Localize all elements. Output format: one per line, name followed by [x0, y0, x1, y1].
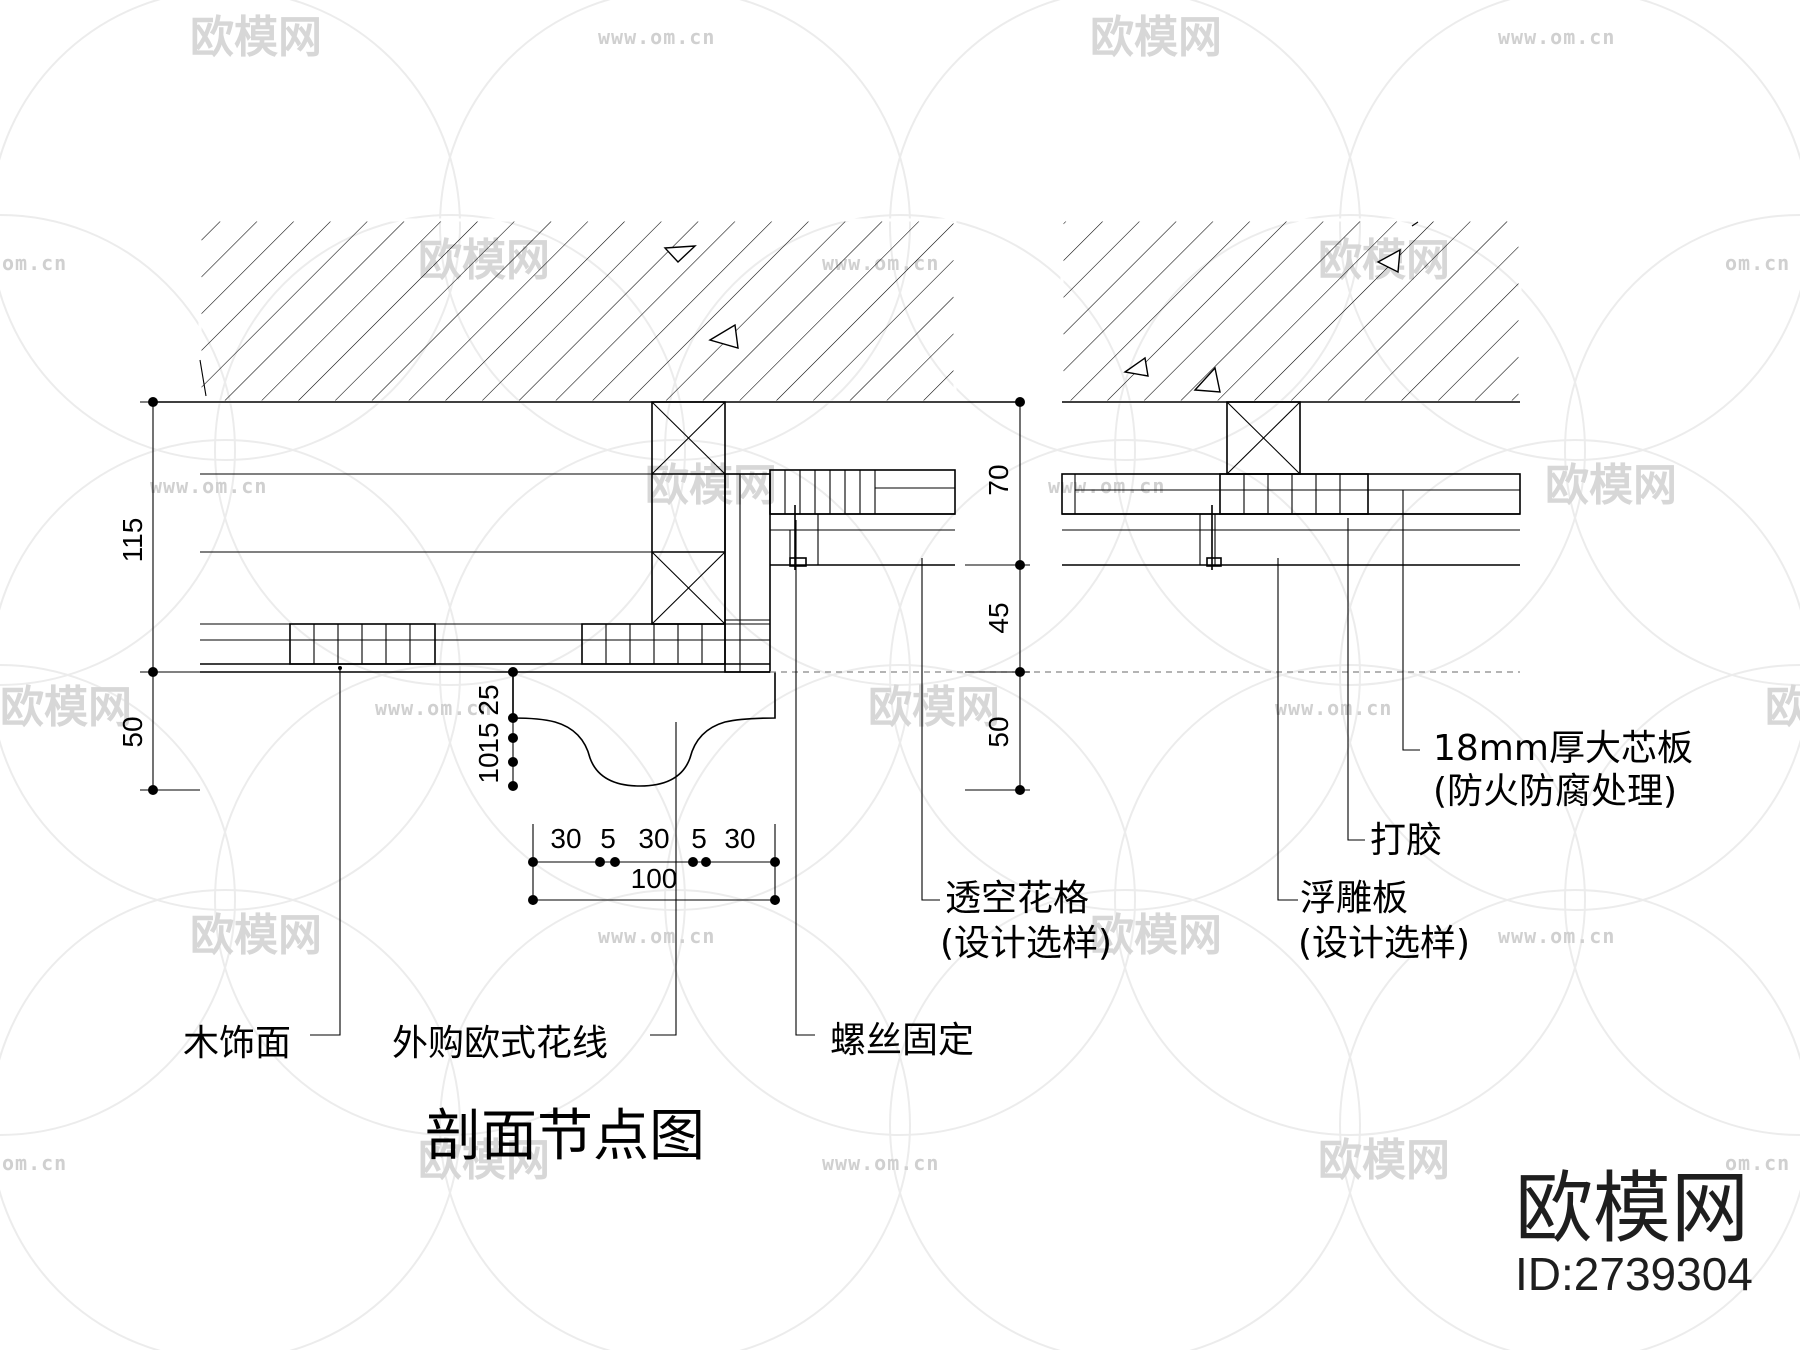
right-ceiling-section: [1061, 401, 1521, 570]
watermark-url: www.om.cn: [1048, 474, 1165, 498]
dim-30-a: 30: [550, 823, 581, 854]
dim-70: 70: [983, 464, 1014, 495]
label-core-board: 18mm厚大芯板: [1433, 728, 1693, 769]
watermark-logo: 欧模网: [868, 682, 1000, 733]
dim-50-right: 50: [983, 716, 1014, 747]
dim-10: 10: [473, 752, 504, 783]
watermark-logo: 欧模网: [190, 12, 322, 63]
label-carved-note: (设计选样): [1298, 923, 1470, 964]
dimension-texts: 115 50 70 45 50 25 10 15 30 5 30 5 30 10…: [117, 464, 1014, 894]
watermark-logo: 欧模网: [1090, 910, 1222, 961]
watermark-logo: 欧模网: [190, 910, 322, 961]
label-carved-board: 浮雕板: [1300, 878, 1408, 919]
watermark-url: om.cn: [1725, 1151, 1790, 1175]
watermark-url: www.om.cn: [598, 924, 715, 948]
watermark-logo: 欧模网: [1545, 460, 1677, 511]
label-moulding: 外购欧式花线: [392, 1023, 608, 1064]
dim-45: 45: [983, 602, 1014, 633]
watermark-url: www.om.cn: [150, 474, 267, 498]
dim-115: 115: [117, 518, 148, 563]
left-ceiling-section: [155, 401, 1520, 787]
watermark-url: om.cn: [2, 1151, 67, 1175]
dim-25: 25: [473, 684, 504, 715]
brand-logo: 欧模网: [1515, 1164, 1749, 1254]
watermark-url: om.cn: [1725, 251, 1790, 275]
annotation-labels: 木饰面 外购欧式花线 螺丝固定 透空花格 (设计选样) 浮雕板 (设计选样) 打…: [183, 728, 1693, 1064]
watermark-url: www.om.cn: [598, 25, 715, 49]
watermark-url: www.om.cn: [822, 1151, 939, 1175]
watermark-logo: 欧模网: [645, 460, 777, 511]
drawing-title: 剖面节点图: [425, 1104, 705, 1169]
dim-100: 100: [631, 863, 678, 894]
label-screw: 螺丝固定: [830, 1020, 974, 1061]
watermark-url: www.om.cn: [1275, 696, 1392, 720]
brand-id: ID:2739304: [1515, 1248, 1753, 1300]
watermark-url: www.om.cn: [375, 696, 492, 720]
label-glue: 打胶: [1370, 820, 1442, 861]
dimension-lines: [140, 397, 1030, 905]
dim-30-c: 30: [724, 823, 755, 854]
dim-5-b: 5: [691, 823, 707, 854]
watermark-logo: 欧模网: [1765, 682, 1800, 733]
watermark-url: om.cn: [2, 251, 67, 275]
watermark-logo: 欧模网: [1090, 12, 1222, 63]
leader-lines: [310, 490, 1420, 1036]
concrete-slab: [198, 218, 1522, 404]
label-wood-finish: 木饰面: [183, 1023, 291, 1064]
label-lattice: 透空花格: [945, 878, 1089, 919]
dim-5-a: 5: [600, 823, 616, 854]
watermark-logo: 欧模网: [1318, 1135, 1450, 1186]
watermark-url: www.om.cn: [1498, 25, 1615, 49]
watermark-logo: 欧模网: [0, 682, 132, 733]
label-lattice-note: (设计选样): [940, 923, 1112, 964]
label-core-board-note: (防火防腐处理): [1433, 771, 1677, 812]
watermark-url: www.om.cn: [1498, 924, 1615, 948]
watermark-text: 欧模网 www.om.cn 欧模网 www.om.cn om.cn 欧模网 ww…: [0, 12, 1800, 1186]
dim-50-left: 50: [117, 716, 148, 747]
dim-30-b: 30: [638, 823, 669, 854]
watermark-logo: 欧模网: [418, 1135, 550, 1186]
dim-15: 15: [473, 722, 504, 753]
